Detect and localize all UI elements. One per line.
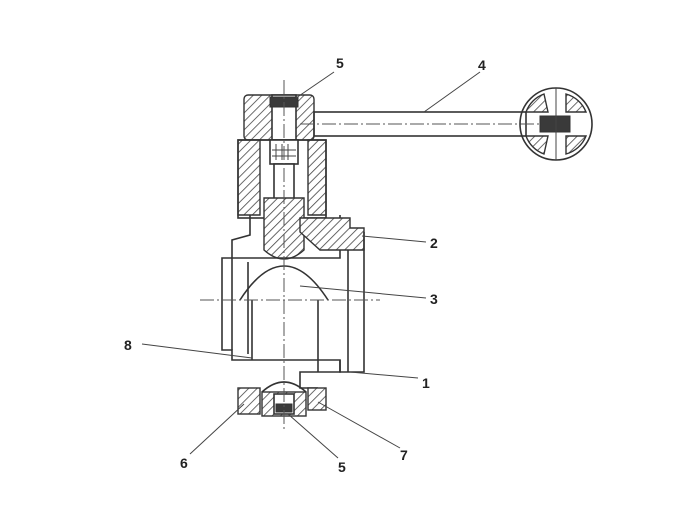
callout-1: 1 — [422, 375, 430, 391]
callout-7: 7 — [400, 447, 408, 463]
bushing-right — [307, 387, 327, 411]
callout-4: 4 — [478, 57, 486, 73]
callout-8: 8 — [124, 337, 132, 353]
callout-6: 6 — [180, 455, 188, 471]
handle-housing — [237, 139, 261, 216]
callout-5-bottom: 5 — [338, 459, 346, 475]
body-seal-section — [299, 217, 365, 251]
handle-assembly — [237, 87, 593, 219]
callout-2: 2 — [430, 235, 438, 251]
bottom-bearing — [237, 381, 327, 417]
bushing-left — [237, 387, 261, 415]
valve-body — [221, 215, 365, 389]
leader-lines — [141, 71, 481, 459]
callout-5-top: 5 — [336, 55, 344, 71]
callout-3: 3 — [430, 291, 438, 307]
lever-knob — [519, 87, 593, 161]
